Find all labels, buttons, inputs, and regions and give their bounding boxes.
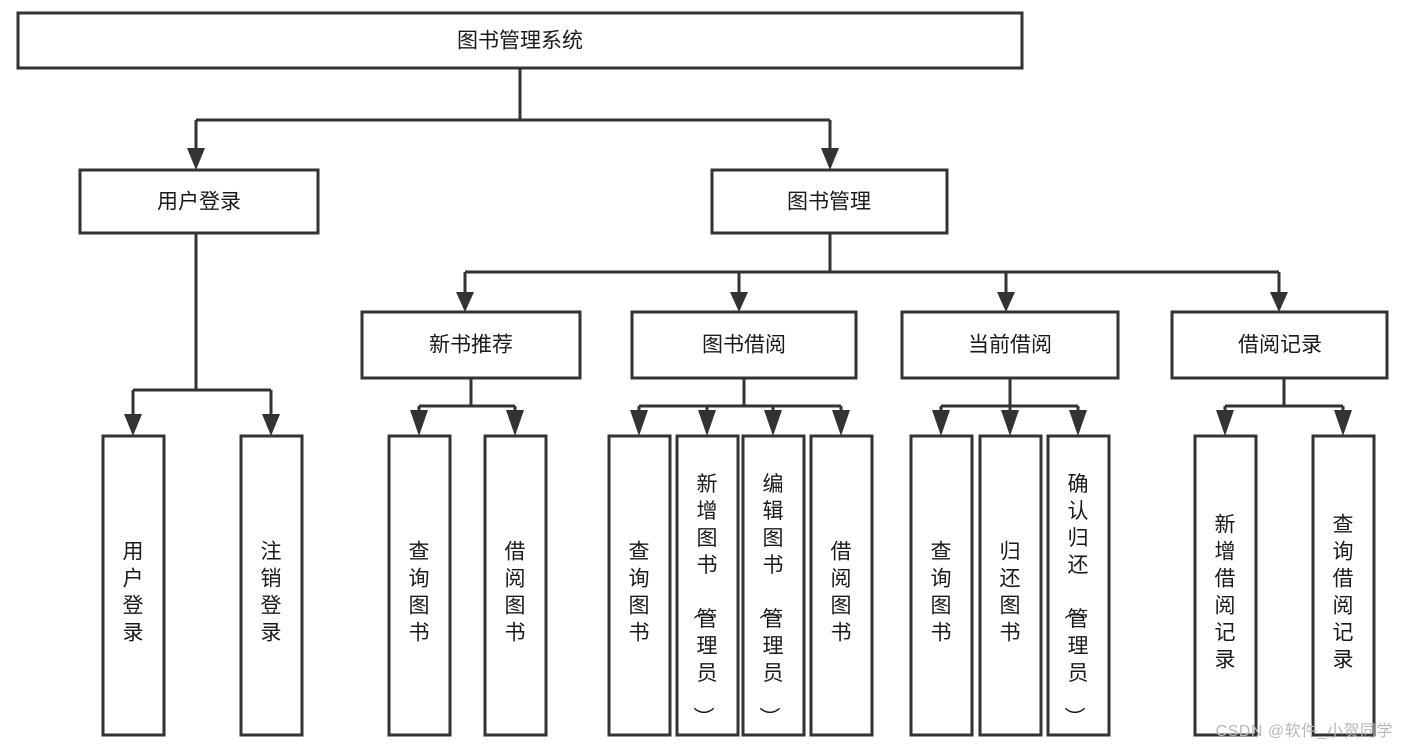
leaf-book-borrow-query[interactable]: 查询图书 — [607, 434, 672, 737]
leaf-borrow-record-add[interactable]: 新增借阅记录 — [1193, 434, 1258, 737]
node-user-login-label: 用户登录 — [157, 191, 241, 214]
leaf-book-borrow-add[interactable]: 新增图书（管理员） — [675, 434, 740, 737]
connector-layer — [124, 68, 1352, 436]
leaf-new-book-borrow[interactable]: 借阅图书 — [483, 434, 548, 737]
node-book-management-label: 图书管理 — [787, 191, 871, 214]
node-current-borrow-label: 当前借阅 — [968, 334, 1052, 357]
leaf-new-book-query-label: 查询图书 — [409, 540, 430, 644]
arrow-leaf-borrow-record-1 — [1216, 410, 1234, 436]
node-new-book-recommend-label: 新书推荐 — [429, 334, 513, 357]
node-book-borrow[interactable]: 图书借阅 — [630, 310, 858, 380]
arrow-leaf-new-book-2 — [506, 410, 524, 436]
leaf-user-login-login[interactable]: 用户登录 — [101, 434, 166, 737]
leaf-new-book-query[interactable]: 查询图书 — [387, 434, 452, 737]
arrow-leaf-current-borrow-1 — [932, 410, 950, 436]
arrow-leaf-book-borrow-3 — [764, 410, 782, 436]
arrow-leaf-user-login-2 — [262, 414, 280, 436]
leaf-user-login-logout-label: 注销登录 — [261, 540, 282, 644]
leaf-borrow-record-add-label: 新增借阅记录 — [1215, 513, 1236, 671]
arrow-leaf-current-borrow-2 — [1001, 410, 1019, 436]
arrow-to-borrow-record — [1270, 292, 1288, 312]
leaf-user-login-login-label: 用户登录 — [123, 540, 144, 644]
leaf-current-borrow-query-label: 查询图书 — [931, 540, 952, 644]
node-current-borrow[interactable]: 当前借阅 — [900, 310, 1120, 380]
leaf-book-borrow-add-label: 新增图书（管理员） — [692, 473, 718, 728]
arrow-leaf-book-borrow-1 — [630, 410, 648, 436]
arrow-leaf-user-login-1 — [124, 414, 142, 436]
node-book-management[interactable]: 图书管理 — [710, 168, 949, 235]
leaf-user-login-logout[interactable]: 注销登录 — [239, 434, 304, 737]
csdn-watermark: CSDN @软件_小贺同学 — [1215, 723, 1393, 740]
arrow-leaf-borrow-record-2 — [1334, 410, 1352, 436]
arrow-leaf-book-borrow-4 — [832, 410, 850, 436]
node-borrow-record[interactable]: 借阅记录 — [1170, 310, 1389, 380]
leaf-book-borrow-edit-label: 编辑图书（管理员） — [758, 473, 784, 728]
leaf-book-borrow-borrow-label: 借阅图书 — [831, 540, 852, 644]
arrow-to-current-borrow — [997, 292, 1015, 312]
leaf-current-borrow-return[interactable]: 归还图书 — [978, 434, 1043, 737]
node-new-book-recommend[interactable]: 新书推荐 — [360, 310, 582, 380]
node-user-login[interactable]: 用户登录 — [78, 168, 320, 235]
leaf-current-borrow-return-label: 归还图书 — [1000, 540, 1021, 644]
arrow-leaf-book-borrow-2 — [698, 410, 716, 436]
arrow-to-book-manage — [821, 148, 839, 170]
leaf-current-borrow-query[interactable]: 查询图书 — [909, 434, 974, 737]
leaf-borrow-record-query[interactable]: 查询借阅记录 — [1311, 434, 1376, 737]
leaf-book-borrow-edit[interactable]: 编辑图书（管理员） — [741, 434, 806, 737]
node-root-label: 图书管理系统 — [457, 30, 583, 53]
arrow-to-new-book — [456, 292, 474, 312]
node-borrow-record-label: 借阅记录 — [1238, 334, 1322, 357]
leaf-book-borrow-query-label: 查询图书 — [629, 540, 650, 644]
leaf-borrow-record-query-label: 查询借阅记录 — [1333, 513, 1354, 671]
leaf-current-borrow-confirm-label: 确认归还（管理员） — [1063, 473, 1089, 728]
arrow-leaf-current-borrow-3 — [1069, 410, 1087, 436]
leaf-current-borrow-confirm[interactable]: 确认归还（管理员） — [1046, 434, 1111, 737]
node-root[interactable]: 图书管理系统 — [16, 11, 1024, 70]
leaf-book-borrow-borrow[interactable]: 借阅图书 — [809, 434, 874, 737]
arrow-leaf-new-book-1 — [410, 410, 428, 436]
arrow-to-book-borrow — [730, 292, 748, 312]
arrow-to-user-login — [187, 148, 205, 170]
leaf-new-book-borrow-label: 借阅图书 — [505, 540, 526, 644]
node-book-borrow-label: 图书借阅 — [702, 334, 786, 357]
